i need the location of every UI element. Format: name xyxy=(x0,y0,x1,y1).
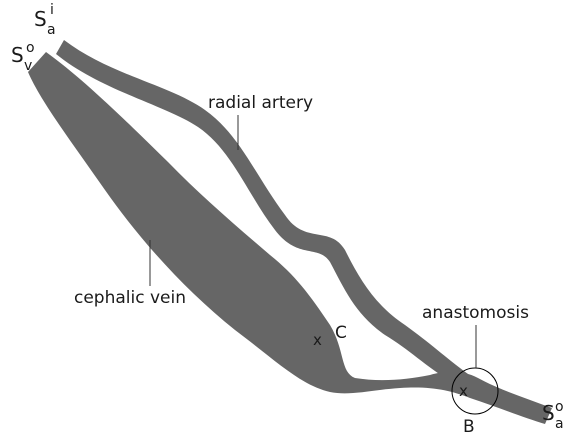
point-b-marker: x xyxy=(459,382,468,400)
artery-inlet-label: S a i xyxy=(34,2,56,38)
vein-outlet-label: S v o xyxy=(11,40,35,74)
point-b-label: B xyxy=(463,417,475,434)
svg-text:S: S xyxy=(11,43,24,67)
point-c-marker: x xyxy=(313,331,322,349)
svg-text:a: a xyxy=(555,416,564,432)
anastomosis-label: anastomosis xyxy=(422,303,529,323)
svg-text:S: S xyxy=(34,7,47,31)
svg-text:a: a xyxy=(47,22,56,38)
cephalic-vein-label: cephalic vein xyxy=(74,288,186,308)
svg-text:S: S xyxy=(542,401,555,425)
svg-text:o: o xyxy=(555,399,564,415)
svg-text:i: i xyxy=(50,2,54,18)
svg-text:o: o xyxy=(26,40,35,56)
radial-artery-label: radial artery xyxy=(208,93,313,113)
point-c-label: C xyxy=(335,323,347,343)
svg-text:v: v xyxy=(24,58,32,74)
artery-outlet-label: S a o xyxy=(542,399,564,432)
